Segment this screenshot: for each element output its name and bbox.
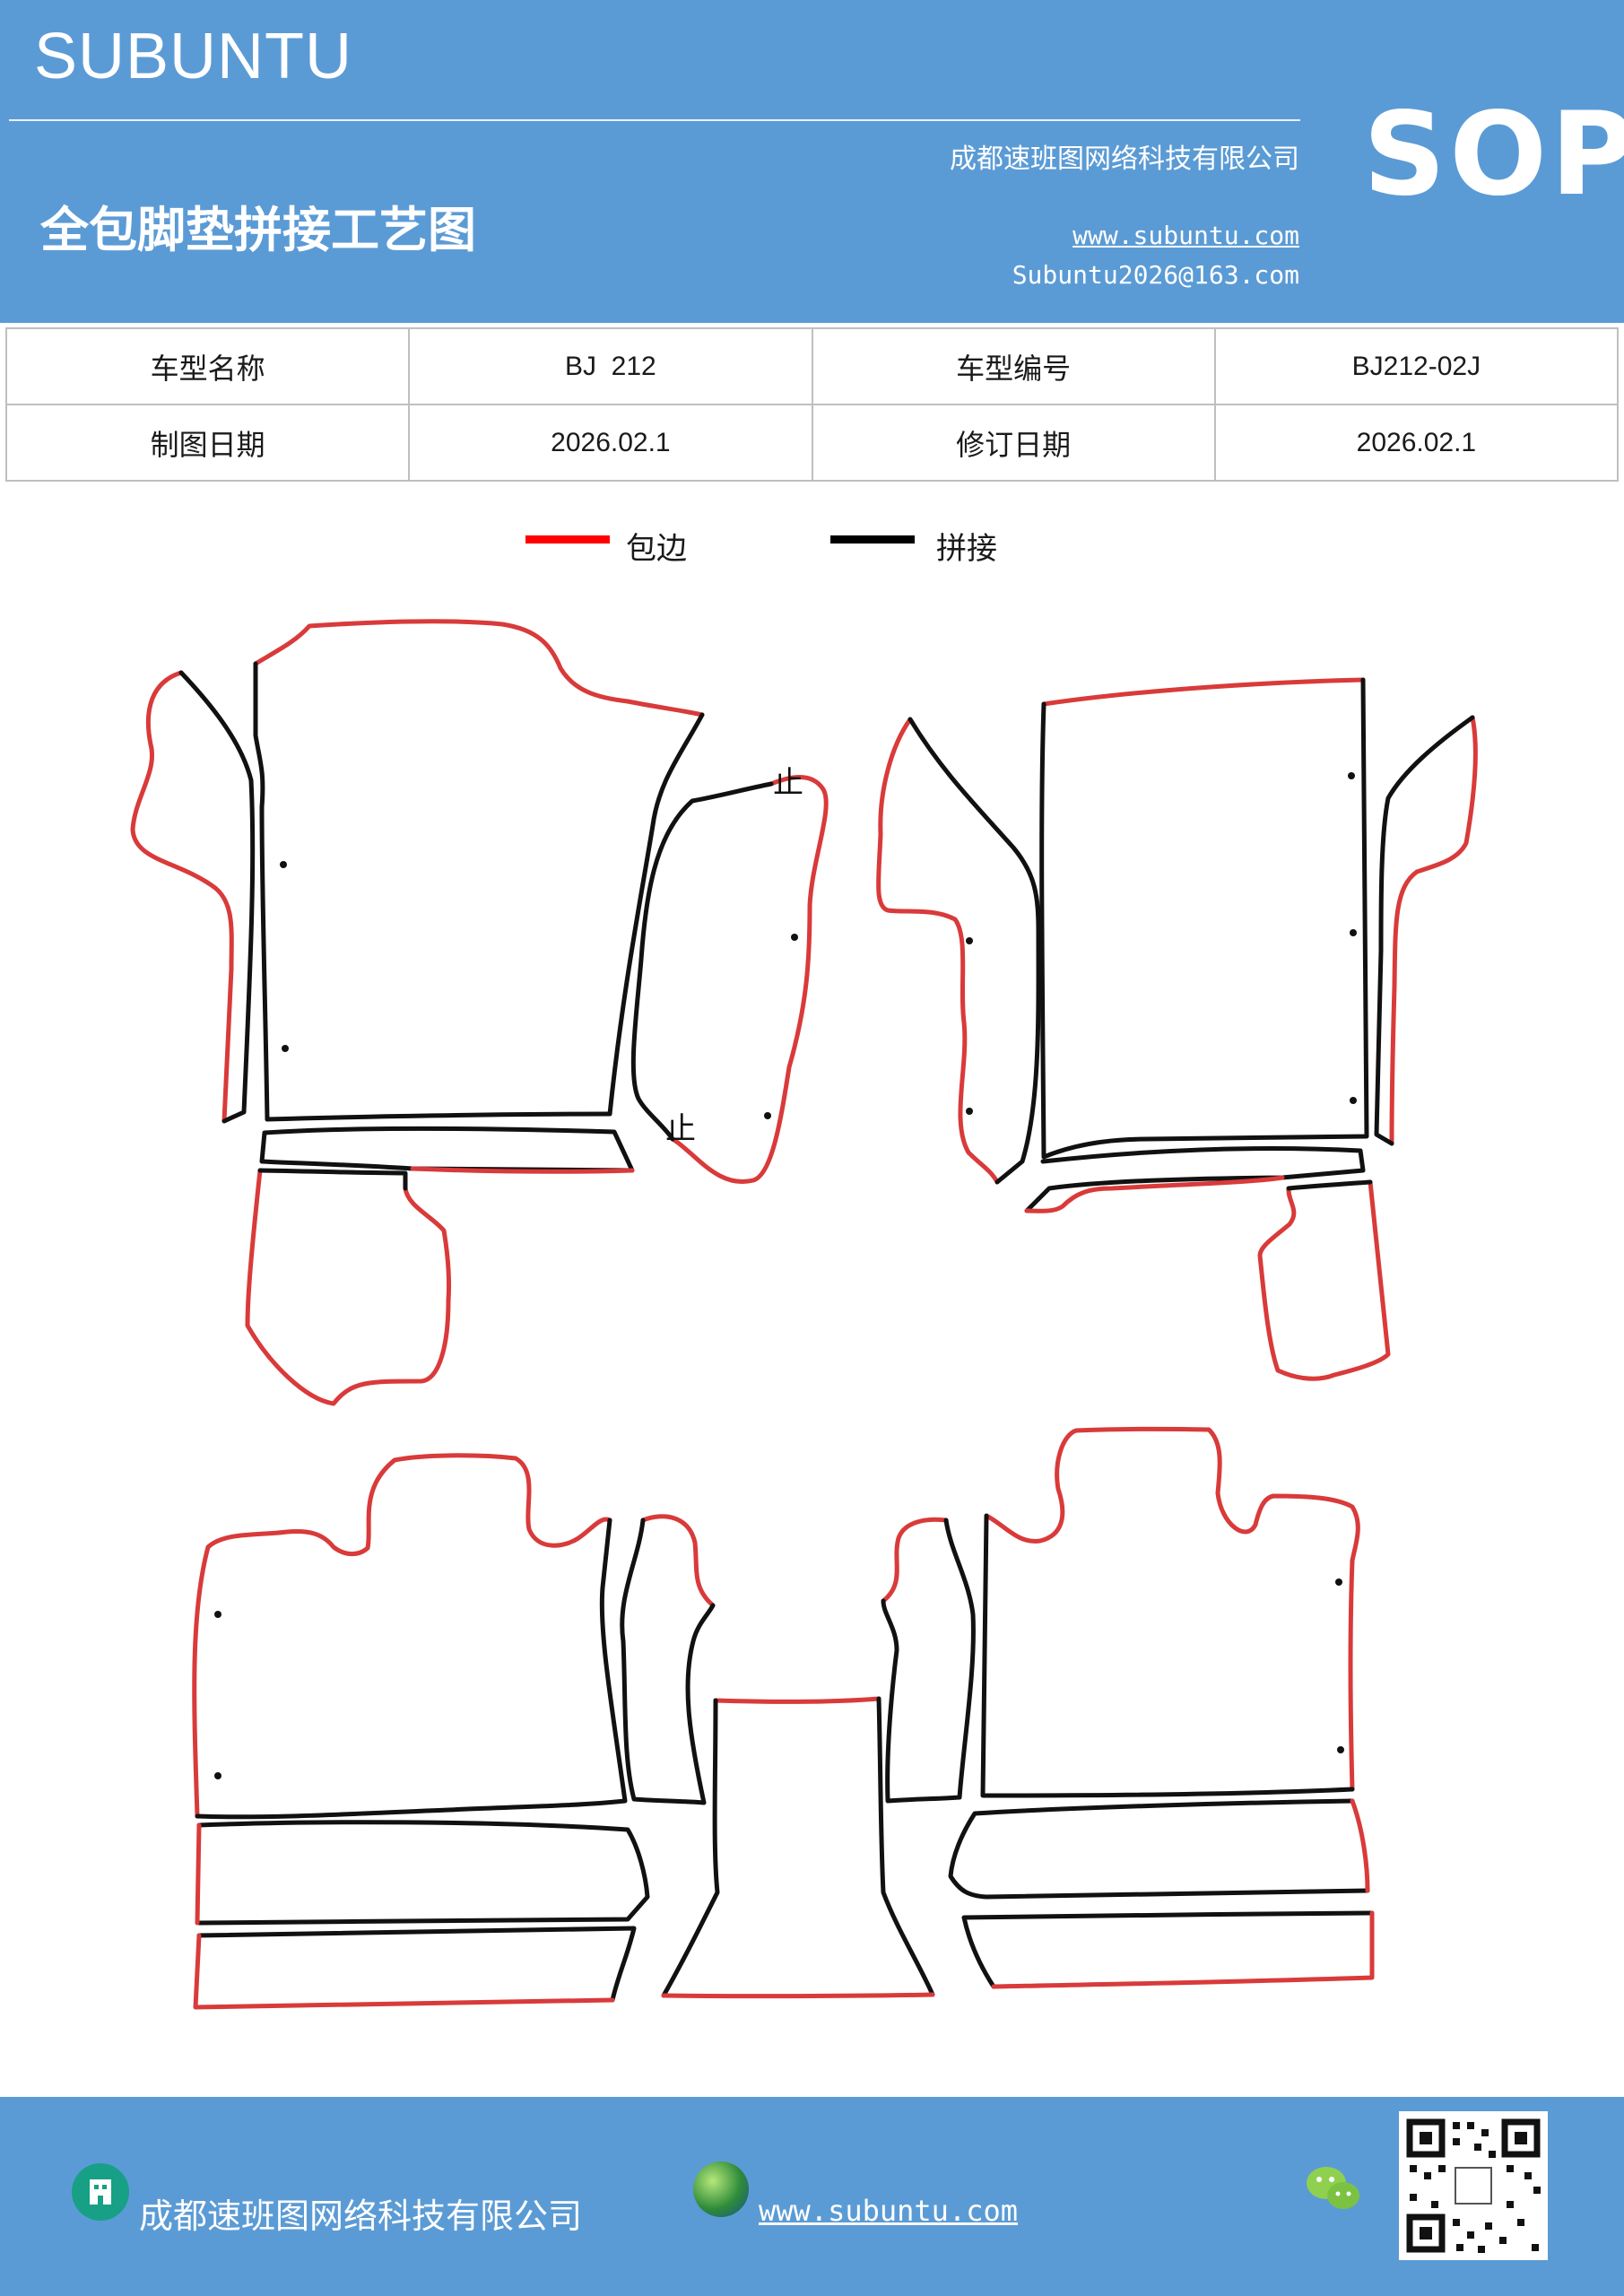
draw-date-value: 2026.02.1 bbox=[408, 404, 813, 482]
header-banner bbox=[0, 0, 1624, 323]
fr-front-seam bbox=[1286, 1179, 1373, 1191]
fl-rivet-dot bbox=[764, 1112, 771, 1119]
front-left-mat-group: 止 止 bbox=[130, 619, 829, 1406]
rl-main-edge bbox=[192, 1453, 612, 1819]
table-row: 制图日期 2026.02.1 修订日期 2026.02.1 bbox=[4, 404, 1620, 482]
center-seam bbox=[661, 1696, 935, 1998]
rl-strip2-seam bbox=[196, 1926, 637, 2003]
rl-rivet-dot bbox=[214, 1772, 221, 1779]
rl-strip2-edge bbox=[193, 1933, 615, 2010]
center-tunnel-mat-group bbox=[661, 1696, 935, 1999]
rr-strip1-edge bbox=[1350, 1798, 1370, 1893]
front-right-mat-group bbox=[876, 677, 1478, 1381]
rr-strip2-seam bbox=[961, 1910, 1375, 1989]
fl-main-seam-bottom bbox=[265, 1111, 612, 1122]
fr-front-edge bbox=[1257, 1179, 1391, 1381]
header-email: Subuntu2026@163.com bbox=[1012, 260, 1299, 290]
model-name-value: BJ 212 bbox=[408, 327, 813, 405]
rr-main-seam bbox=[980, 1513, 1355, 1798]
fl-tunnel-seam bbox=[630, 781, 774, 1142]
rr-main-edge bbox=[984, 1426, 1360, 1792]
fr-rivet-dot bbox=[1350, 929, 1357, 936]
brand-name: SUBUNTU bbox=[34, 21, 353, 92]
rl-main-seam bbox=[195, 1518, 628, 1820]
model-code-value: BJ212-02J bbox=[1213, 327, 1620, 405]
fr-heel-seam bbox=[1024, 1146, 1366, 1213]
building-icon bbox=[72, 2163, 129, 2221]
center-edge-bottom bbox=[661, 1992, 935, 1999]
rr-side-seam bbox=[881, 1518, 976, 1804]
rr-rivet-dot bbox=[1337, 1746, 1344, 1753]
fl-rivet-dot bbox=[282, 1045, 289, 1052]
rl-side-seam bbox=[620, 1518, 716, 1805]
rl-strip1-seam bbox=[196, 1820, 650, 1926]
fl-front-seam bbox=[257, 1168, 408, 1191]
fl-front-edge bbox=[245, 1168, 452, 1406]
fr-rivet-dot bbox=[966, 937, 973, 944]
center-edge-top bbox=[713, 1696, 881, 1704]
fl-side-edge bbox=[130, 670, 234, 1124]
rear-right-mat-group bbox=[881, 1426, 1375, 1989]
fr-rivet-dot bbox=[1348, 772, 1355, 779]
fl-rivet-dot bbox=[791, 934, 798, 941]
rr-strip1-seam bbox=[948, 1798, 1370, 1900]
fl-tunnel-edge bbox=[670, 775, 829, 1185]
stop-mark-2: 止 bbox=[665, 1111, 696, 1147]
model-code-label: 车型编号 bbox=[811, 327, 1216, 405]
fr-right-seam bbox=[1374, 715, 1475, 1146]
footer-website-link[interactable]: www.subuntu.com bbox=[759, 2194, 1018, 2228]
draw-date-label: 制图日期 bbox=[4, 404, 411, 482]
footer-company: 成都速班图网络科技有限公司 bbox=[139, 2196, 583, 2236]
vehicle-info-table: 车型名称 BJ 212 车型编号 BJ212-02J 制图日期 2026.02.… bbox=[4, 327, 1620, 482]
legend-edge-swatch bbox=[525, 535, 610, 544]
legend-edge-label: 包边 bbox=[626, 531, 687, 567]
header-website-link[interactable]: www.subuntu.com bbox=[1073, 221, 1299, 250]
rr-rivet-dot bbox=[1335, 1578, 1342, 1586]
stop-mark-1: 止 bbox=[773, 765, 803, 801]
qr-code-icon bbox=[1399, 2111, 1548, 2260]
fr-rivet-dot bbox=[966, 1108, 973, 1115]
wechat-icon[interactable] bbox=[1302, 2161, 1365, 2215]
rr-side-edge bbox=[881, 1517, 949, 1604]
fr-side-edge bbox=[876, 717, 1000, 1185]
fl-main-seam-right bbox=[607, 712, 705, 1117]
sop-mark: SOP bbox=[1363, 88, 1624, 222]
legend-seam-swatch bbox=[830, 535, 915, 544]
fl-heel-seam bbox=[259, 1126, 635, 1173]
rl-strip1-edge bbox=[195, 1822, 202, 1926]
model-name-label: 车型名称 bbox=[4, 327, 411, 405]
fl-side-seam bbox=[178, 670, 256, 1124]
fl-rivet-dot bbox=[280, 861, 287, 868]
header-divider bbox=[9, 119, 1300, 121]
page-title: 全包脚垫拼接工艺图 bbox=[40, 202, 476, 258]
rl-rivet-dot bbox=[214, 1611, 221, 1618]
fr-right-edge bbox=[1389, 715, 1478, 1146]
fr-main-edge-top bbox=[1041, 677, 1366, 707]
fl-main-seam-left bbox=[253, 661, 270, 1122]
revise-date-label: 修订日期 bbox=[811, 404, 1216, 482]
legend-seam-label: 拼接 bbox=[936, 531, 997, 567]
globe-icon bbox=[693, 2161, 749, 2217]
fr-heel-edge bbox=[1024, 1175, 1285, 1213]
fl-heel-edge bbox=[410, 1166, 635, 1174]
header-company: 成都速班图网络科技有限公司 bbox=[950, 144, 1299, 175]
fr-main-seam bbox=[1039, 677, 1369, 1160]
fr-rivet-dot bbox=[1350, 1097, 1357, 1104]
fl-main-edge-top bbox=[253, 619, 705, 718]
fr-side-seam bbox=[908, 717, 1041, 1185]
rr-strip2-edge bbox=[991, 1910, 1375, 1989]
rl-side-edge bbox=[640, 1514, 716, 1608]
revise-date-value: 2026.02.1 bbox=[1213, 404, 1620, 482]
rear-left-mat-group bbox=[192, 1453, 716, 2010]
table-row: 车型名称 BJ 212 车型编号 BJ212-02J bbox=[4, 327, 1620, 405]
